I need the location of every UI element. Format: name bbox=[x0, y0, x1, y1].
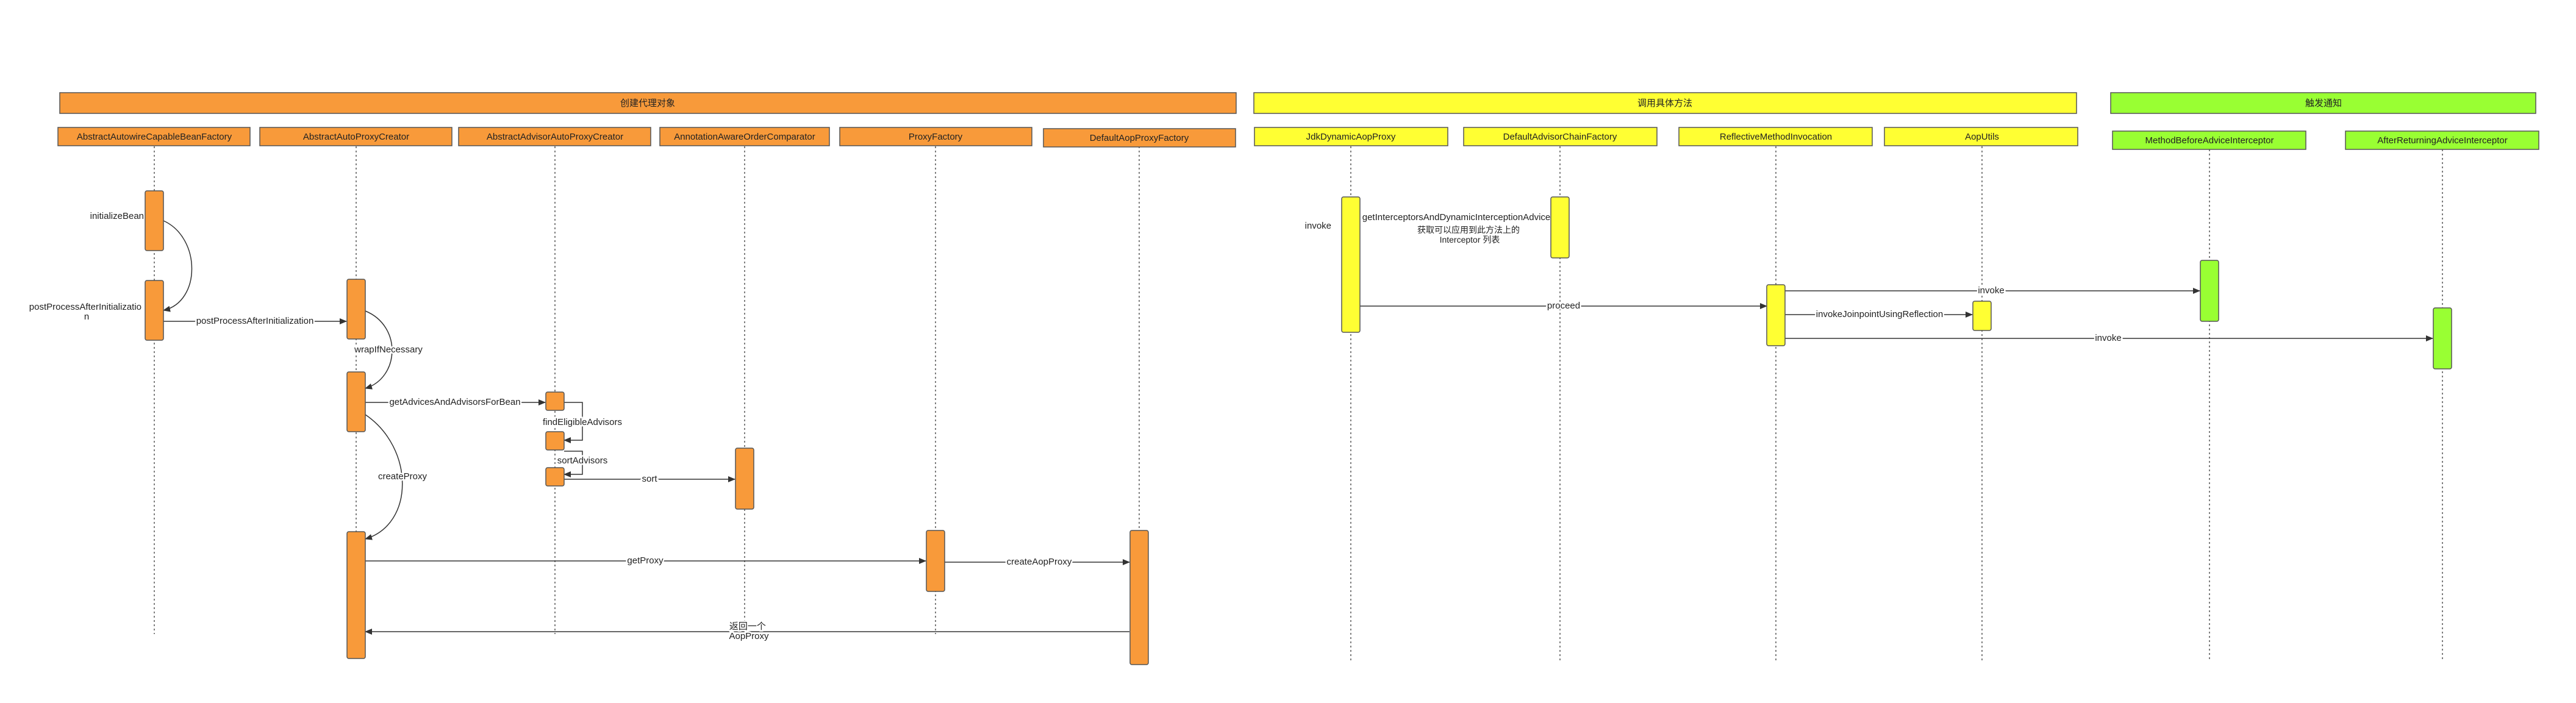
message-label-post-process-left: postProcessAfterInitializatio n bbox=[29, 302, 144, 322]
participant-box bbox=[1043, 128, 1236, 148]
message-label-get-interceptors: getInterceptorsAndDynamicInterceptionAdv… bbox=[1362, 212, 1551, 223]
label-line: n bbox=[84, 312, 89, 322]
group-label: 调用具体方法 bbox=[1637, 98, 1692, 109]
message-label-post-process-after-initialization: postProcessAfterInitialization bbox=[196, 316, 314, 326]
participant-method-before-advice-interceptor: MethodBeforeAdviceInterceptor bbox=[2112, 130, 2306, 150]
message-label-return-aop-proxy: 返回一个 AopProxy bbox=[729, 621, 769, 641]
group-bar bbox=[59, 92, 1237, 114]
participant-box bbox=[1884, 127, 2078, 146]
participant-box bbox=[1254, 127, 1448, 146]
message-label-invoke-after-returning: invoke bbox=[2095, 333, 2121, 343]
activation-box bbox=[1972, 301, 1992, 331]
activation-box bbox=[2433, 307, 2452, 369]
participant-label: AbstractAutoProxyCreator bbox=[303, 132, 409, 142]
activation-box bbox=[1550, 196, 1570, 259]
message-label-sort: sort bbox=[642, 474, 657, 484]
participant-abstract-autowire-capable-bean-factory: AbstractAutowireCapableBeanFactory bbox=[57, 127, 251, 146]
message-label-proceed: proceed bbox=[1547, 301, 1580, 311]
participant-jdk-dynamic-aop-proxy: JdkDynamicAopProxy bbox=[1254, 127, 1448, 146]
message-label-invoke-entry: invoke bbox=[1305, 221, 1331, 231]
message-wrap-if-necessary bbox=[365, 310, 393, 390]
activations bbox=[145, 190, 2452, 665]
message-label-get-proxy: getProxy bbox=[627, 555, 664, 566]
participant-label: AopUtils bbox=[1965, 132, 1999, 142]
participant-abstract-advisor-auto-proxy-creator: AbstractAdvisorAutoProxyCreator bbox=[458, 127, 651, 146]
message-label-wrap-if-necessary: wrapIfNecessary bbox=[354, 344, 423, 355]
participant-box bbox=[839, 127, 1032, 146]
activation-box bbox=[1766, 284, 1786, 346]
lifelines bbox=[154, 146, 2443, 665]
messages bbox=[163, 220, 2433, 635]
participants: AbstractAutowireCapableBeanFactory Abstr… bbox=[57, 127, 2539, 150]
participant-default-advisor-chain-factory: DefaultAdvisorChainFactory bbox=[1463, 127, 1658, 146]
participant-box bbox=[1678, 127, 1873, 146]
activation-box bbox=[545, 431, 565, 451]
message-sort-advisors bbox=[564, 451, 583, 477]
message-label-get-advices-and-advisors-for-bean: getAdvicesAndAdvisorsForBean bbox=[389, 397, 520, 407]
note-line: Interceptor 列表 bbox=[1440, 235, 1500, 244]
participant-label: AfterReturningAdviceInterceptor bbox=[2377, 135, 2507, 146]
group-trigger-advice: 触发通知 bbox=[2110, 92, 2536, 114]
activation-box bbox=[346, 279, 366, 340]
participant-box bbox=[2345, 130, 2539, 150]
message-label-create-proxy: createProxy bbox=[378, 471, 428, 482]
participant-label: JdkDynamicAopProxy bbox=[1306, 132, 1396, 142]
activation-box bbox=[926, 530, 945, 592]
message-label-invoke-before: invoke bbox=[1978, 285, 2004, 296]
message-create-proxy bbox=[365, 414, 403, 540]
participant-box bbox=[659, 127, 830, 146]
group-headers: 创建代理对象 调用具体方法 触发通知 bbox=[59, 92, 2536, 114]
participant-box bbox=[458, 127, 651, 146]
participant-reflective-method-invocation: ReflectiveMethodInvocation bbox=[1678, 127, 1873, 146]
message-label-find-eligible-advisors: findEligibleAdvisors bbox=[543, 417, 622, 427]
group-label: 创建代理对象 bbox=[620, 98, 675, 109]
message-label-sort-advisors: sortAdvisors bbox=[557, 455, 608, 466]
participant-proxy-factory: ProxyFactory bbox=[839, 127, 1032, 146]
message-label-create-aop-proxy: createAopProxy bbox=[1007, 557, 1072, 567]
message-labels: initializeBean postProcessAfterInitializ… bbox=[29, 211, 2123, 643]
message-label-initialize-bean: initializeBean bbox=[90, 211, 144, 221]
participant-label: AbstractAutowireCapableBeanFactory bbox=[77, 132, 232, 142]
activation-box bbox=[2200, 260, 2219, 322]
participant-label: DefaultAdvisorChainFactory bbox=[1503, 132, 1617, 142]
group-invoke-method: 调用具体方法 bbox=[1253, 92, 2077, 114]
participant-label: AnnotationAwareOrderComparator bbox=[674, 132, 815, 142]
participant-box bbox=[57, 127, 251, 146]
group-label: 触发通知 bbox=[2305, 98, 2342, 109]
participant-aop-utils: AopUtils bbox=[1884, 127, 2078, 146]
message-find-eligible-advisors bbox=[564, 402, 583, 443]
activation-box bbox=[145, 280, 164, 341]
participant-label: MethodBeforeAdviceInterceptor bbox=[2145, 135, 2274, 146]
message-initialize-bean bbox=[163, 220, 193, 312]
participant-label: DefaultAopProxyFactory bbox=[1090, 133, 1189, 143]
activation-box bbox=[545, 391, 565, 411]
activation-box bbox=[145, 190, 164, 251]
participant-label: AbstractAdvisorAutoProxyCreator bbox=[487, 132, 623, 142]
participant-label: ProxyFactory bbox=[909, 132, 963, 142]
participant-box bbox=[1463, 127, 1658, 146]
participant-abstract-auto-proxy-creator: AbstractAutoProxyCreator bbox=[259, 127, 453, 146]
participant-default-aop-proxy-factory: DefaultAopProxyFactory bbox=[1043, 128, 1236, 148]
note-interceptor-list: 获取可以应用到此方法上的 Interceptor 列表 bbox=[1417, 225, 1522, 244]
message-label-invoke-joinpoint-using-reflection: invokeJoinpointUsingReflection bbox=[1816, 309, 1943, 319]
participant-label: ReflectiveMethodInvocation bbox=[1720, 132, 1832, 142]
participant-box bbox=[259, 127, 453, 146]
activation-box bbox=[346, 531, 366, 659]
label-line: 返回一个 bbox=[729, 621, 766, 632]
group-bar bbox=[1253, 92, 2077, 114]
activation-box bbox=[1341, 196, 1361, 333]
participant-box bbox=[2112, 130, 2306, 150]
activation-box bbox=[1129, 530, 1149, 665]
activation-box bbox=[735, 448, 754, 510]
label-line: AopProxy bbox=[729, 631, 769, 641]
participant-annotation-aware-order-comparator: AnnotationAwareOrderComparator bbox=[659, 127, 830, 146]
activation-box bbox=[545, 467, 565, 487]
group-bar bbox=[2110, 92, 2536, 114]
label-line: postProcessAfterInitializatio bbox=[29, 302, 141, 312]
group-create-proxy: 创建代理对象 bbox=[59, 92, 1237, 114]
participant-after-returning-advice-interceptor: AfterReturningAdviceInterceptor bbox=[2345, 130, 2539, 150]
note-line: 获取可以应用到此方法上的 bbox=[1417, 225, 1520, 235]
activation-box bbox=[346, 371, 366, 432]
